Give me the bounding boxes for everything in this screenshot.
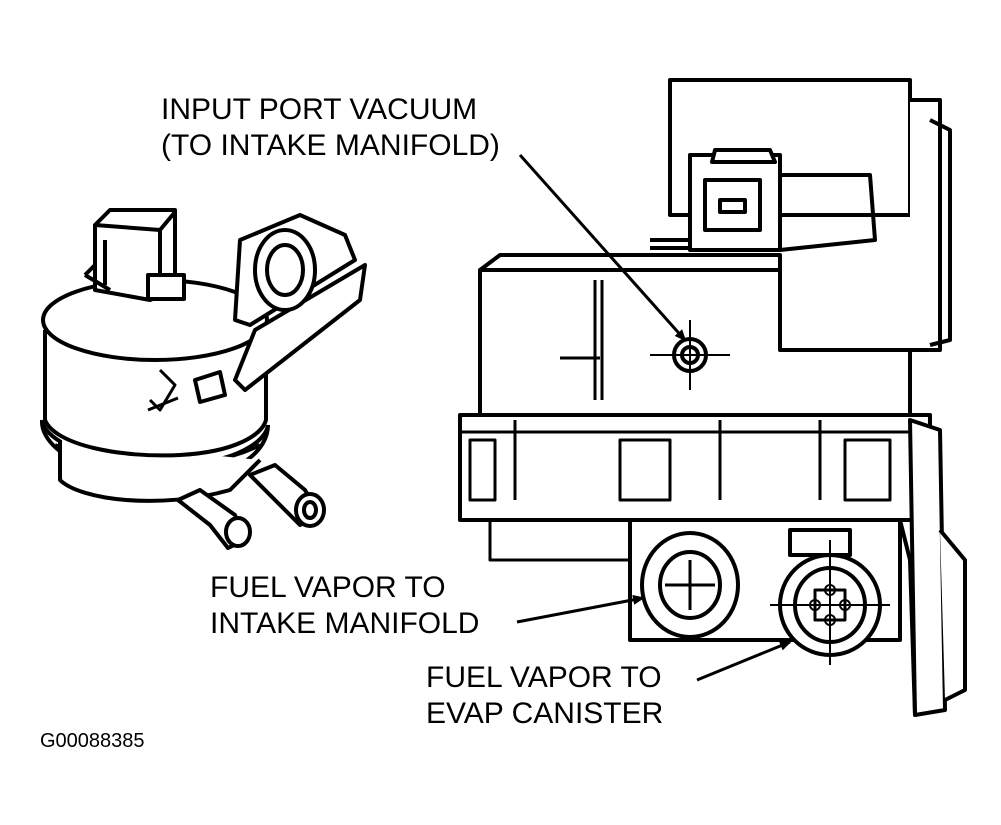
arrow-fuel-vapor-intake bbox=[516, 594, 645, 624]
label-fuel-vapor-canister-line1: FUEL VAPOR TO bbox=[426, 661, 662, 694]
label-fuel-vapor-intake: FUEL VAPOR TO INTAKE MANIFOLD bbox=[210, 570, 479, 642]
label-fuel-vapor-intake-line1: FUEL VAPOR TO bbox=[210, 571, 446, 604]
arrow-fuel-vapor-canister bbox=[696, 640, 792, 682]
label-input-port-line1: INPUT PORT VACUUM bbox=[161, 93, 478, 126]
label-fuel-vapor-intake-line2: INTAKE MANIFOLD bbox=[210, 607, 480, 640]
arrow-input-port-vacuum bbox=[518, 154, 687, 342]
label-fuel-vapor-canister: FUEL VAPOR TO EVAP CANISTER bbox=[426, 660, 663, 732]
purge-valve-installed bbox=[458, 78, 967, 717]
purge-valve-isometric bbox=[39, 208, 367, 550]
figure-code: G00088385 bbox=[40, 730, 145, 752]
label-input-port-line2: (TO INTAKE MANIFOLD) bbox=[161, 129, 500, 162]
leader-arrows bbox=[516, 154, 792, 682]
label-input-port-vacuum: INPUT PORT VACUUM (TO INTAKE MANIFOLD) bbox=[161, 92, 500, 164]
label-fuel-vapor-canister-line2: EVAP CANISTER bbox=[426, 697, 664, 730]
